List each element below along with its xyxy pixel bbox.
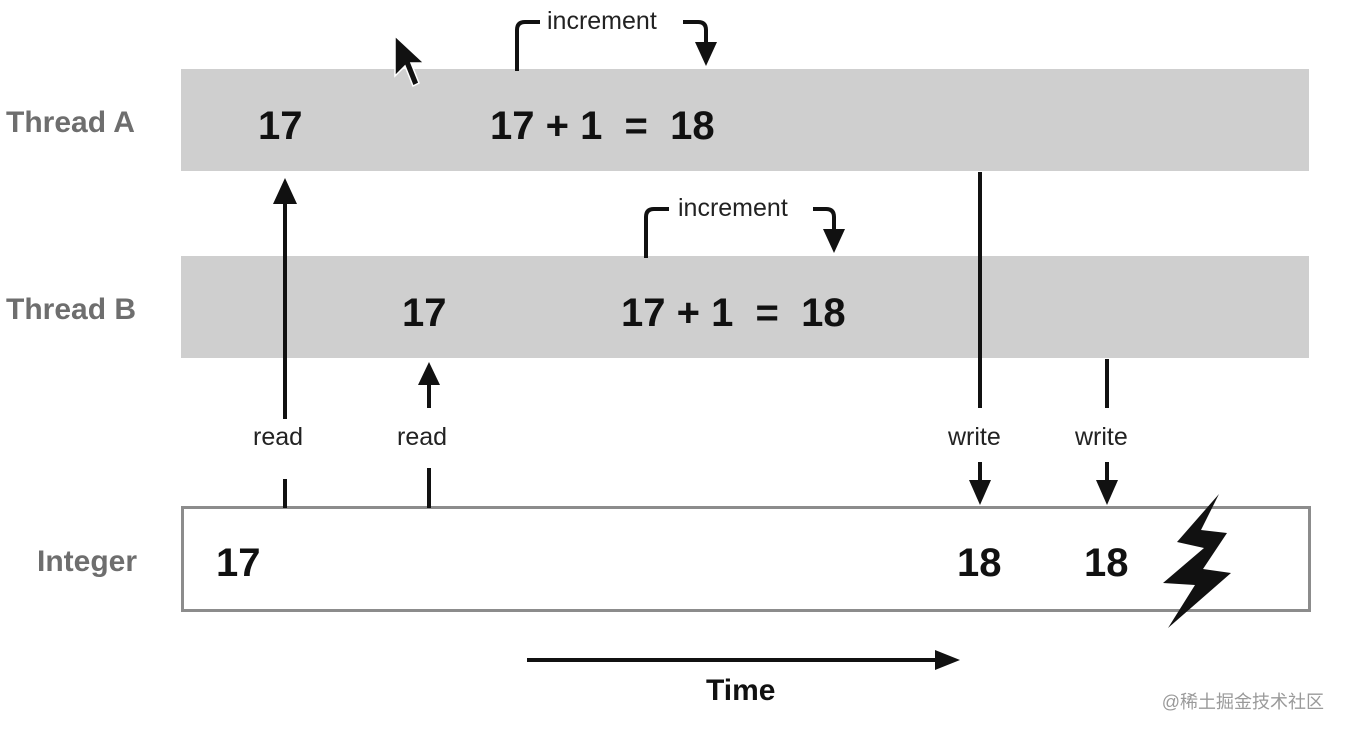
integer-write-b-value: 18 [1084, 541, 1129, 585]
integer-lane [181, 506, 1311, 612]
thread-b-increment-label: increment [678, 194, 788, 222]
thread-a-increment-bracket [515, 20, 717, 71]
mouse-cursor-icon [394, 34, 426, 88]
integer-write-a-value: 18 [957, 541, 1002, 585]
thread-a-read-value: 17 [258, 104, 303, 148]
thread-a-calculation: 17 + 1 = 18 [490, 104, 715, 148]
thread-a-increment-label: increment [547, 7, 657, 35]
write-b-label: write [1075, 423, 1128, 451]
thread-b-read-value: 17 [402, 291, 447, 335]
thread-b-calculation: 17 + 1 = 18 [621, 291, 846, 335]
read-a-arrow [273, 178, 297, 508]
watermark: @稀土掘金技术社区 [1161, 692, 1324, 712]
thread-b-lane [181, 256, 1309, 358]
integer-initial-value: 17 [216, 541, 261, 585]
read-b-arrow [418, 362, 440, 508]
thread-b-increment-bracket [644, 207, 845, 258]
lightning-bolt-icon [1163, 494, 1231, 628]
write-b-arrow [1096, 359, 1118, 505]
integer-label: Integer [37, 545, 138, 578]
time-arrow [527, 650, 960, 670]
read-a-label: read [253, 423, 304, 451]
write-a-label: write [948, 423, 1001, 451]
time-label: Time [706, 674, 776, 707]
read-b-label: read [397, 423, 448, 451]
thread-a-label: Thread A [6, 106, 135, 139]
write-a-arrow [969, 172, 991, 505]
thread-b-label: Thread B [6, 293, 137, 326]
thread-a-lane [181, 69, 1309, 171]
